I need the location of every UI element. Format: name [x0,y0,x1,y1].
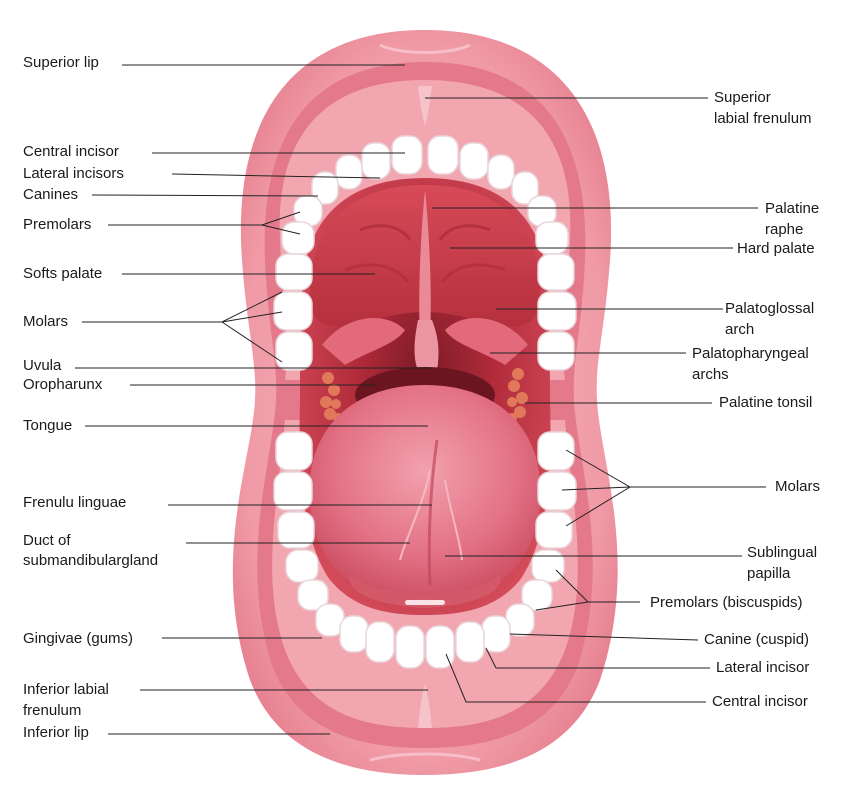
label-palatopharyngeal-line1: Palatopharyngeal [692,345,809,362]
label-premolars-biscuspids: Premolars (biscuspids) [650,594,803,611]
label-gingivae: Gingivae (gums) [23,630,134,647]
palatoglossal-arch-left [322,318,405,365]
label-inferior-frenulum-line1: Inferior labial [23,681,109,698]
label-tongue: Tongue [23,417,73,434]
label-palatoglossal-line1: Palatoglossal [725,300,815,317]
label-duct-line2: submandibulargland [23,552,159,569]
label-superior-frenulum-line2: labial frenulum [714,110,812,127]
label-palatine-raphe-line1: Palatine [765,200,820,217]
label-duct-line1: Duct of [23,532,71,549]
label-palatopharyngeal-line2: archs [692,366,729,383]
label-superior-lip: Superior lip [23,54,99,71]
palatine-tonsil-right [507,368,528,423]
label-superior-frenulum-line1: Superior [714,89,771,106]
label-inferior-lip: Inferior lip [23,724,89,741]
upper-teeth [273,135,577,371]
label-hard-palate: Hard palate [737,240,815,257]
leader-lines [75,64,766,735]
label-sublingual-line2: papilla [747,565,791,582]
label-inferior-frenulum-line2: frenulum [23,702,82,719]
label-lateral-incisor: Lateral incisor [716,659,810,676]
label-palatine-tonsil: Palatine tonsil [719,394,813,411]
label-molars-upper: Molars [23,313,69,330]
uvula [414,320,439,379]
label-lateral-incisors: Lateral incisors [23,165,124,182]
label-central-incisor-left: Central incisor [23,143,119,160]
label-central-incisor-right: Central incisor [712,693,808,710]
label-premolars-left: Premolars [23,216,92,233]
label-canine-cuspid: Canine (cuspid) [704,631,810,648]
label-canines: Canines [23,186,79,203]
label-sublingual-line1: Sublingual [747,544,818,561]
label-frenulu-linguae: Frenulu linguae [23,494,127,511]
label-uvula: Uvula [23,357,62,374]
label-oropharunx: Oropharunx [23,376,103,393]
label-softs-palate: Softs palate [23,265,103,282]
label-molars-lower: Molars [775,478,821,495]
label-palatine-raphe-line2: raphe [765,221,804,238]
lower-teeth [273,431,577,669]
label-palatoglossal-line2: arch [725,321,755,338]
